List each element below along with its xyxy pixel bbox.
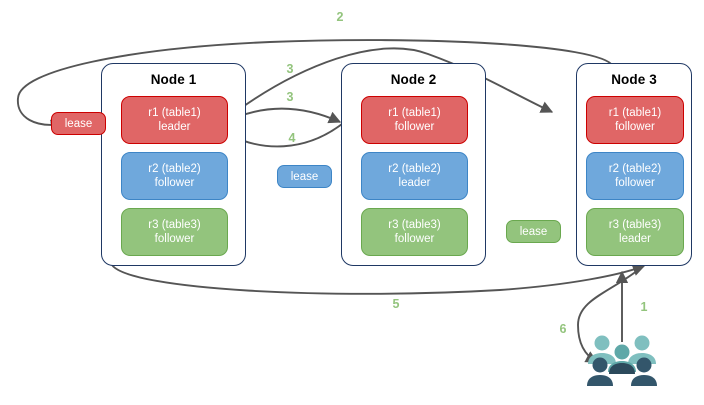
node-3-title: Node 3 [611,72,657,87]
replica-line2: leader [619,233,651,245]
edge-5-path [111,264,646,295]
edge-label-5: 5 [392,297,400,311]
node-1-container[interactable]: Node 1 r1 (table1) leader r2 (table2) fo… [101,63,246,266]
edge-label-6: 6 [559,322,567,336]
node-1-title: Node 1 [150,72,197,87]
node-1-replica-r2[interactable]: r2 (table2) follower [121,152,228,200]
lease-table1-badge[interactable]: lease [51,112,106,135]
node-2-replica-r2[interactable]: r2 (table2) leader [361,152,468,200]
node-3-container[interactable]: Node 3 r1 (table1) follower r2 (table2) … [576,63,692,266]
node-3-replica-r2[interactable]: r2 (table2) follower [586,152,684,200]
replica-line2: follower [394,233,435,245]
edge-label-1: 1 [640,300,648,314]
replica-line1: r1 (table1) [148,107,201,119]
replica-line1: r3 (table3) [388,219,441,231]
edge-label-3b: 3 [286,90,294,104]
replica-line1: r3 (table3) [608,219,662,231]
node-2-title: Node 2 [390,72,437,87]
replica-line2: follower [154,177,195,189]
lease-label: lease [64,117,93,130]
replica-line1: r1 (table1) [608,107,662,119]
replica-line2: leader [398,177,431,189]
edge-label-3a: 3 [286,62,294,76]
replica-line1: r2 (table2) [148,163,201,175]
edge-label-2: 2 [336,10,344,24]
lease-table2-badge[interactable]: lease [277,165,332,188]
replica-line1: r1 (table1) [388,107,441,119]
node-3-replica-r1[interactable]: r1 (table1) follower [586,96,684,144]
replica-line2: follower [394,121,435,133]
edge-label-4: 4 [288,131,296,145]
replica-line2: follower [615,177,655,189]
node-1-replica-r3[interactable]: r3 (table3) follower [121,208,228,256]
node-3-replica-r3[interactable]: r3 (table3) leader [586,208,684,256]
replica-line1: r2 (table2) [608,163,662,175]
replica-line2: follower [615,121,655,133]
replica-line2: follower [154,233,195,245]
node-2-container[interactable]: Node 2 r1 (table1) follower r2 (table2) … [341,63,486,266]
node-1-replica-r1[interactable]: r1 (table1) leader [121,96,228,144]
lease-label: lease [290,170,319,183]
replica-line2: leader [158,121,191,133]
lease-label: lease [519,225,548,238]
replica-line1: r2 (table2) [388,163,441,175]
lease-table3-badge[interactable]: lease [506,220,561,243]
node-2-replica-r3[interactable]: r3 (table3) follower [361,208,468,256]
replica-line1: r3 (table3) [148,219,201,231]
users-group-icon [587,335,657,386]
node-2-replica-r1[interactable]: r1 (table1) follower [361,96,468,144]
